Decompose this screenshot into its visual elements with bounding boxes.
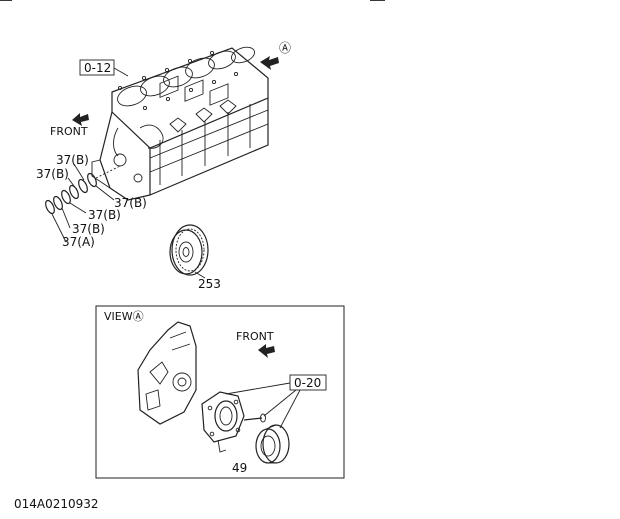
ring-37b-4 <box>61 189 71 205</box>
ring-label-4: 37(B) <box>88 208 121 222</box>
ring-37b-5 <box>53 195 63 211</box>
cylinder-liner-rings <box>45 163 115 243</box>
front-arrow-view-icon <box>258 344 275 358</box>
ring-37b-1 <box>87 172 97 188</box>
front-arrow-icon <box>72 113 89 126</box>
front-direction-view: FRONT <box>236 330 275 358</box>
bolt-illustration <box>243 413 266 423</box>
front-label-view: FRONT <box>236 330 274 343</box>
ring-label-5: 37(B) <box>72 222 105 236</box>
view-a-pointer: Ⓐ <box>260 41 291 70</box>
view-a-panel <box>95 305 345 479</box>
drawing-id: 014A0210932 <box>14 497 99 511</box>
ring-37b-3 <box>69 184 79 200</box>
view-a-marker: Ⓐ <box>279 41 291 55</box>
ring-label-2: 37(B) <box>36 167 69 181</box>
block-ref-callout: 0-12 <box>79 59 129 77</box>
ring-label-3: 37(B) <box>114 196 147 210</box>
ring-label-1: 37(B) <box>56 153 89 167</box>
retainer-part-label: 49 <box>232 461 247 475</box>
rear-oil-seal-illustration <box>255 424 290 464</box>
seal-ref-callout: 0-20 <box>225 374 327 429</box>
front-direction-top: FRONT <box>50 113 89 138</box>
ring-37a <box>45 199 55 215</box>
seal-ref-label: 0-20 <box>294 376 321 390</box>
view-a-arrow-icon <box>260 56 279 70</box>
block-rear-illustration <box>137 321 197 425</box>
gear-part-label: 253 <box>198 277 221 291</box>
front-label-top: FRONT <box>50 125 88 138</box>
block-ref-label: 0-12 <box>84 61 111 75</box>
cylinder-block-illustration <box>91 46 269 201</box>
view-a-title: VIEWⒶ <box>104 310 144 323</box>
ring-label-6: 37(A) <box>62 235 95 249</box>
idler-gear-illustration <box>169 224 209 279</box>
oil-seal-retainer-illustration <box>201 391 245 453</box>
ring-37b-2 <box>78 178 88 194</box>
